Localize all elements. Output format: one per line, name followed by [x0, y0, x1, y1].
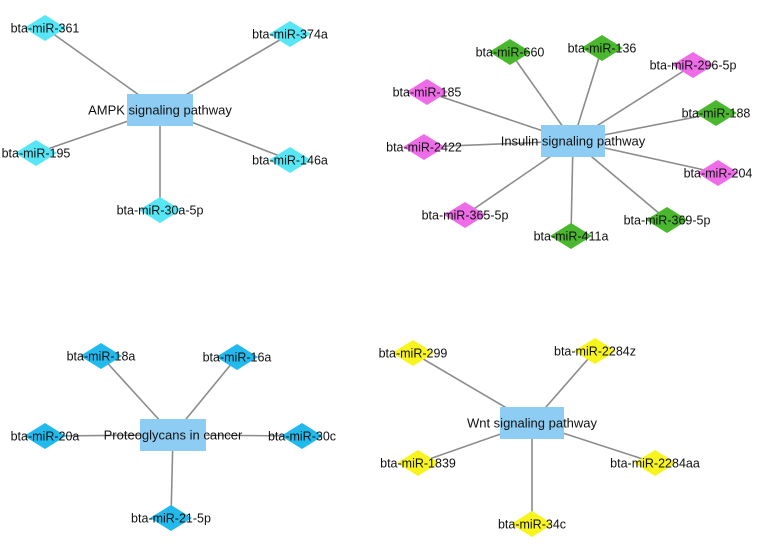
diamond-shape: [392, 340, 434, 366]
mirna-label: bta-miR-204: [684, 167, 753, 181]
mirna-label: bta-miR-195: [2, 147, 71, 161]
diamond-shape: [489, 39, 531, 65]
mirna-node[interactable]: bta-miR-361: [11, 15, 80, 41]
network-proteoglycans: bta-miR-18a bta-miR-16a bta-miR-20a bta-miR…: [11, 343, 336, 531]
diamond-shape: [397, 450, 439, 476]
mirna-label: bta-miR-1839: [380, 457, 456, 471]
hub-label: Wnt signaling pathway: [467, 416, 598, 431]
diamond-shape: [403, 134, 445, 160]
mirna-label: bta-miR-2284z: [554, 345, 636, 359]
diamond-shape: [269, 147, 311, 173]
mirna-label: bta-miR-30c: [268, 430, 336, 444]
hub-label: AMPK signaling pathway: [88, 103, 232, 118]
mirna-label: bta-miR-20a: [11, 430, 80, 444]
mirna-node[interactable]: bta-miR-2284z: [554, 338, 636, 364]
mirna-node[interactable]: bta-miR-369-5p: [624, 207, 711, 233]
hub-label: Proteoglycans in cancer: [104, 428, 243, 443]
diamond-shape: [139, 197, 181, 223]
mirna-node[interactable]: bta-miR-16a: [203, 344, 272, 370]
mirna-node[interactable]: bta-miR-2422: [386, 134, 462, 160]
diamond-shape: [511, 511, 553, 537]
diamond-shape: [406, 79, 448, 105]
pathway-hub[interactable]: Wnt signaling pathway: [467, 407, 598, 439]
mirna-node[interactable]: bta-miR-188: [682, 100, 751, 126]
hub-box: [500, 407, 564, 439]
mirna-label: bta-miR-136: [568, 42, 637, 56]
mirna-node[interactable]: bta-miR-1839: [380, 450, 456, 476]
mirna-label: bta-miR-21-5p: [131, 512, 211, 526]
diamond-shape: [80, 343, 122, 369]
mirna-node[interactable]: bta-miR-660: [476, 39, 545, 65]
mirna-node[interactable]: bta-miR-2284aa: [610, 450, 700, 476]
diamond-shape: [634, 450, 676, 476]
hub-label: Insulin signaling pathway: [501, 134, 646, 149]
mirna-node[interactable]: bta-miR-21-5p: [131, 505, 211, 531]
mirna-label: bta-miR-185: [393, 86, 462, 100]
mirna-node[interactable]: bta-miR-299: [379, 340, 448, 366]
mirna-node[interactable]: bta-miR-18a: [67, 343, 136, 369]
diamond-shape: [550, 223, 592, 249]
mirna-label: bta-miR-411a: [534, 230, 609, 244]
mirna-node[interactable]: bta-miR-146a: [252, 147, 328, 173]
pathway-hub[interactable]: AMPK signaling pathway: [88, 94, 232, 126]
mirna-label: bta-miR-374a: [252, 28, 328, 42]
mirna-node[interactable]: bta-miR-34c: [498, 511, 566, 537]
diamond-shape: [697, 160, 739, 186]
diamond-shape: [646, 207, 688, 233]
mirna-label: bta-miR-2284aa: [610, 457, 700, 471]
mirna-node[interactable]: bta-miR-195: [2, 140, 71, 166]
diamond-shape: [150, 505, 192, 531]
mirna-node[interactable]: bta-miR-136: [568, 35, 637, 61]
hub-box: [140, 419, 206, 451]
diamond-shape: [269, 21, 311, 47]
mirna-label: bta-miR-188: [682, 107, 751, 121]
diamond-shape: [24, 423, 66, 449]
network-wnt: bta-miR-299 bta-miR-2284z bta-miR-1839 bta-…: [379, 338, 700, 537]
diamond-shape: [24, 15, 66, 41]
mirna-node[interactable]: bta-miR-204: [684, 160, 753, 186]
mirna-node[interactable]: bta-miR-296-5p: [650, 52, 737, 78]
mirna-label: bta-miR-365-5p: [422, 209, 509, 223]
mirna-label: bta-miR-34c: [498, 518, 566, 532]
pathway-hub[interactable]: Insulin signaling pathway: [501, 125, 646, 157]
mirna-node[interactable]: bta-miR-411a: [534, 223, 609, 249]
diamond-shape: [444, 202, 486, 228]
mirna-label: bta-miR-296-5p: [650, 59, 737, 73]
mirna-label: bta-miR-299: [379, 347, 448, 361]
mirna-node[interactable]: bta-miR-185: [393, 79, 462, 105]
diamond-shape: [574, 338, 616, 364]
mirna-label: bta-miR-361: [11, 22, 80, 36]
diamond-shape: [216, 344, 258, 370]
mirna-node[interactable]: bta-miR-20a: [11, 423, 80, 449]
diamond-shape: [672, 52, 714, 78]
diamond-shape: [15, 140, 57, 166]
mirna-node[interactable]: bta-miR-374a: [252, 21, 328, 47]
mirna-label: bta-miR-660: [476, 46, 545, 60]
network-insulin: bta-miR-660 bta-miR-136 bta-miR-296-5p bta-…: [386, 35, 752, 249]
mirna-label: bta-miR-30a-5p: [117, 204, 204, 218]
diamond-shape: [581, 35, 623, 61]
hub-box: [127, 94, 193, 126]
mirna-node[interactable]: bta-miR-30a-5p: [117, 197, 204, 223]
mirna-label: bta-miR-369-5p: [624, 214, 711, 228]
mirna-label: bta-miR-18a: [67, 350, 136, 364]
diamond-shape: [281, 423, 323, 449]
mirna-label: bta-miR-2422: [386, 141, 462, 155]
hub-box: [541, 125, 605, 157]
mirna-node[interactable]: bta-miR-365-5p: [422, 202, 509, 228]
pathway-hub[interactable]: Proteoglycans in cancer: [104, 419, 243, 451]
mirna-label: bta-miR-146a: [252, 154, 328, 168]
mirna-label: bta-miR-16a: [203, 351, 272, 365]
diamond-shape: [695, 100, 737, 126]
mirna-node[interactable]: bta-miR-30c: [268, 423, 336, 449]
network-ampk: bta-miR-361 bta-miR-374a bta-miR-195 bta-mi…: [2, 15, 328, 223]
